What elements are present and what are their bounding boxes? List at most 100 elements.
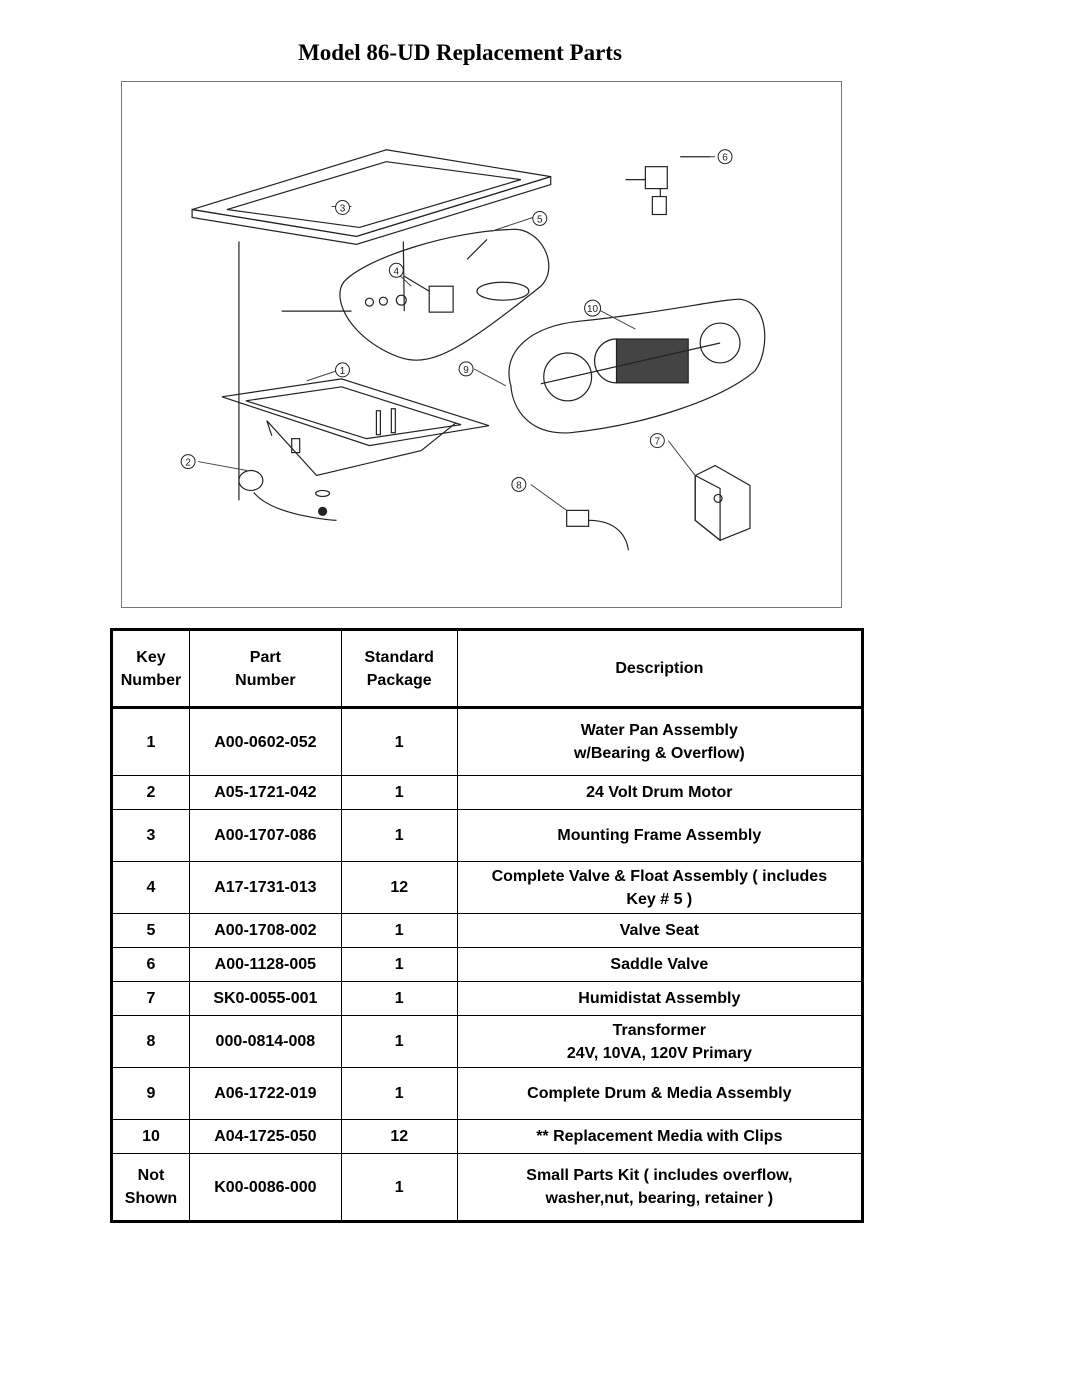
package-cell: 1 [340, 981, 458, 1016]
cell-text: Saddle Valve [610, 956, 709, 973]
water-pan [221, 378, 490, 516]
description-cell: Saddle Valve [456, 947, 864, 982]
cell-text: 24V, 10VA, 120V Primary [566, 1044, 752, 1062]
package-cell: 12 [340, 1119, 458, 1154]
svg-text:6: 6 [722, 153, 728, 164]
part-number-cell: A17-1731-013 [188, 861, 342, 914]
callout-3: 3 [335, 200, 351, 215]
package-cell: 1 [340, 707, 458, 776]
table-row: 1 A00-0602-052 1 Water Pan Assembly w/Bea… [111, 707, 864, 776]
cell-text: Key # 5 ) [626, 890, 693, 908]
callout-1: 1 [335, 362, 351, 378]
cell-text: ** Replacement Media with Clips [536, 1128, 783, 1145]
svg-text:9: 9 [463, 365, 469, 376]
diagram-drawing: 3 4 5 6 10 9 1 2 7 8 [180, 149, 766, 551]
exploded-parts-diagram: 3 4 5 6 10 9 1 2 7 8 [121, 81, 842, 608]
description-cell: 24 Volt Drum Motor [456, 775, 864, 810]
callout-4: 4 [388, 262, 404, 278]
cell-text: Not [137, 1167, 165, 1184]
saddle-valve [625, 156, 711, 216]
drum-panel [508, 298, 766, 434]
description-cell: Complete Drum & Media Assembly [456, 1067, 864, 1120]
cell-text: Key [136, 648, 166, 666]
part-number-cell: A04-1725-050 [188, 1119, 342, 1154]
cell-text: Number [235, 671, 296, 689]
table-row: 7 SK0-0055-001 1 Humidistat Assembly [111, 981, 864, 1016]
part-number-cell: SK0-0055-001 [188, 981, 342, 1016]
cell-text: 6 [146, 956, 156, 973]
cell-text: 4 [146, 879, 156, 896]
table-row: 10 A04-1725-050 12 ** Replacement Media … [111, 1119, 864, 1154]
cell-text: Complete Drum & Media Assembly [527, 1085, 792, 1102]
cell-text: Description [615, 660, 704, 677]
cell-text: 24 Volt Drum Motor [586, 784, 733, 801]
table-header-row: Key Number Part Number Standard Package … [111, 629, 864, 709]
description-cell: ** Replacement Media with Clips [456, 1119, 864, 1154]
cell-text: Complete Valve & Float Assembly ( includ… [491, 867, 828, 885]
package-cell: 1 [340, 775, 458, 810]
header-part-number: Part Number [188, 629, 342, 709]
cell-text: Water Pan Assembly [580, 722, 738, 739]
part-number-cell: A00-1707-086 [188, 809, 342, 862]
cell-text: 10 [142, 1128, 160, 1145]
table-row: 4 A17-1731-013 12 Complete Valve & Float… [111, 861, 864, 914]
svg-text:8: 8 [516, 480, 522, 491]
cell-text: 2 [146, 784, 156, 801]
description-cell: Complete Valve & Float Assembly ( includ… [456, 861, 864, 914]
package-cell: 1 [340, 1153, 458, 1222]
transformer [566, 509, 630, 551]
part-number-cell: K00-0086-000 [188, 1153, 342, 1222]
part-number-cell: A00-0602-052 [188, 707, 342, 776]
table-row: 3 A00-1707-086 1 Mounting Frame Assembly [111, 809, 864, 862]
cell-text: 5 [146, 922, 156, 939]
header-standard-package: Standard Package [340, 629, 458, 709]
mounting-frame [191, 149, 552, 501]
cell-text: Shown [124, 1190, 178, 1207]
package-cell: 1 [340, 1015, 458, 1068]
cell-text: Number [120, 671, 182, 689]
part-number-cell: A06-1722-019 [188, 1067, 342, 1120]
package-cell: 1 [340, 913, 458, 948]
key-cell: 9 [111, 1067, 190, 1120]
cell-text: Transformer [612, 1021, 707, 1039]
parts-table: Key Number Part Number Standard Package … [110, 628, 864, 1223]
cell-text: 8 [146, 1033, 156, 1050]
callout-10: 10 [584, 299, 602, 317]
cell-text: Part [249, 648, 281, 666]
cell-text: 3 [146, 827, 156, 844]
cell-text: Humidistat Assembly [578, 990, 741, 1007]
description-cell: Valve Seat [456, 913, 864, 948]
key-cell: 3 [111, 809, 190, 862]
key-cell: 5 [111, 913, 190, 948]
callout-9: 9 [458, 361, 474, 377]
drum-motor [238, 469, 337, 521]
cell-text: Valve Seat [619, 922, 699, 939]
key-cell: 8 [111, 1015, 190, 1068]
description-cell: Small Parts Kit ( includes overflow,wash… [456, 1153, 864, 1222]
callout-7: 7 [649, 433, 665, 449]
svg-text:3: 3 [340, 204, 346, 215]
svg-text:1: 1 [340, 366, 346, 377]
cell-text: Standard [364, 648, 434, 666]
table-row: 9 A06-1722-019 1 Complete Drum & Media A… [111, 1067, 864, 1120]
key-cell: 2 [111, 775, 190, 810]
key-cell: 7 [111, 981, 190, 1016]
page-title: Model 86-UD Replacement Parts [298, 40, 622, 65]
cell-text: Mounting Frame Assembly [557, 827, 762, 844]
cell-text: Small Parts Kit ( includes overflow, [526, 1167, 793, 1184]
callout-5: 5 [532, 211, 548, 226]
svg-text:7: 7 [655, 437, 661, 448]
key-cell: 1 [111, 707, 190, 776]
callout-6: 6 [717, 149, 733, 165]
header-key-number: Key Number [111, 629, 190, 709]
header-description: Description [456, 629, 864, 709]
svg-text:4: 4 [394, 266, 400, 277]
key-cell: 10 [111, 1119, 190, 1154]
cell-text: 7 [146, 990, 156, 1007]
cell-text: w/Bearing & Overflow) [573, 745, 745, 762]
svg-text:2: 2 [185, 458, 191, 469]
svg-text:5: 5 [537, 214, 543, 225]
